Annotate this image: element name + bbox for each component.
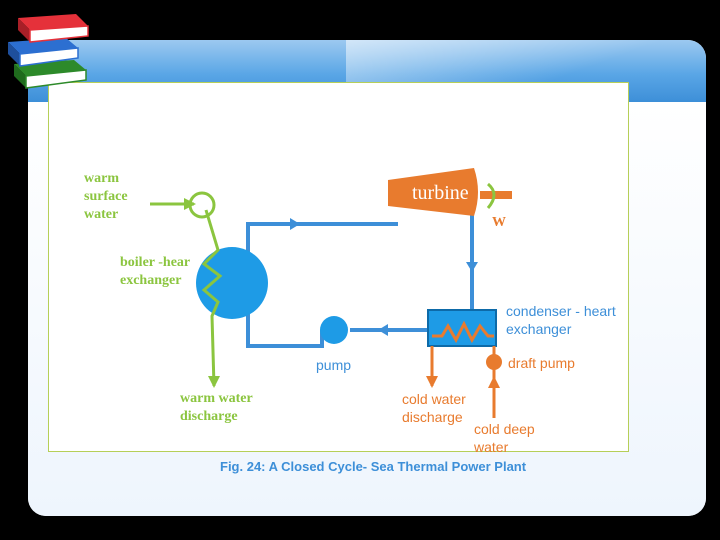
label-warm-water-discharge: warm water discharge [180, 391, 253, 424]
label-pump: pump [316, 357, 352, 373]
label-turbine: turbine [412, 182, 469, 204]
figure-caption: Fig. 24: A Closed Cycle- Sea Thermal Pow… [220, 459, 527, 474]
pump-symbol [320, 316, 348, 344]
flow-arrow-down [466, 262, 478, 272]
cold-discharge-arrow [426, 376, 438, 388]
warm-discharge-arrow [208, 376, 220, 388]
label-boiler-heat-exchanger: boiler -hear exchanger [120, 255, 191, 288]
label-cold-water-discharge: cold water discharge [402, 391, 466, 425]
pipe-boiler-to-turbine [246, 222, 398, 252]
label-cold-deep-water: cold deep water [474, 421, 535, 455]
turbine-shaft [480, 191, 512, 199]
boiler-vessel [196, 247, 268, 319]
label-work: W [492, 215, 506, 230]
label-warm-surface-water: warm surface water [84, 171, 128, 222]
pipe-pump-to-boiler [246, 312, 324, 348]
flow-arrow-top [290, 218, 300, 230]
draft-pump-symbol [486, 354, 502, 370]
warm-pump-symbol [188, 191, 216, 219]
condenser-coil [432, 320, 494, 344]
cold-deep-arrow [488, 376, 500, 388]
label-draft-pump: draft pump [508, 355, 575, 371]
turbine-body [388, 168, 478, 216]
flow-arrow-left [378, 324, 388, 336]
label-condenser-heat-exchanger: condenser - heart exchanger [506, 303, 616, 337]
pipe-warm-heat-exchanger [201, 209, 223, 387]
figure-frame [48, 82, 629, 452]
books-icon [8, 14, 89, 89]
work-arrow [486, 182, 496, 209]
